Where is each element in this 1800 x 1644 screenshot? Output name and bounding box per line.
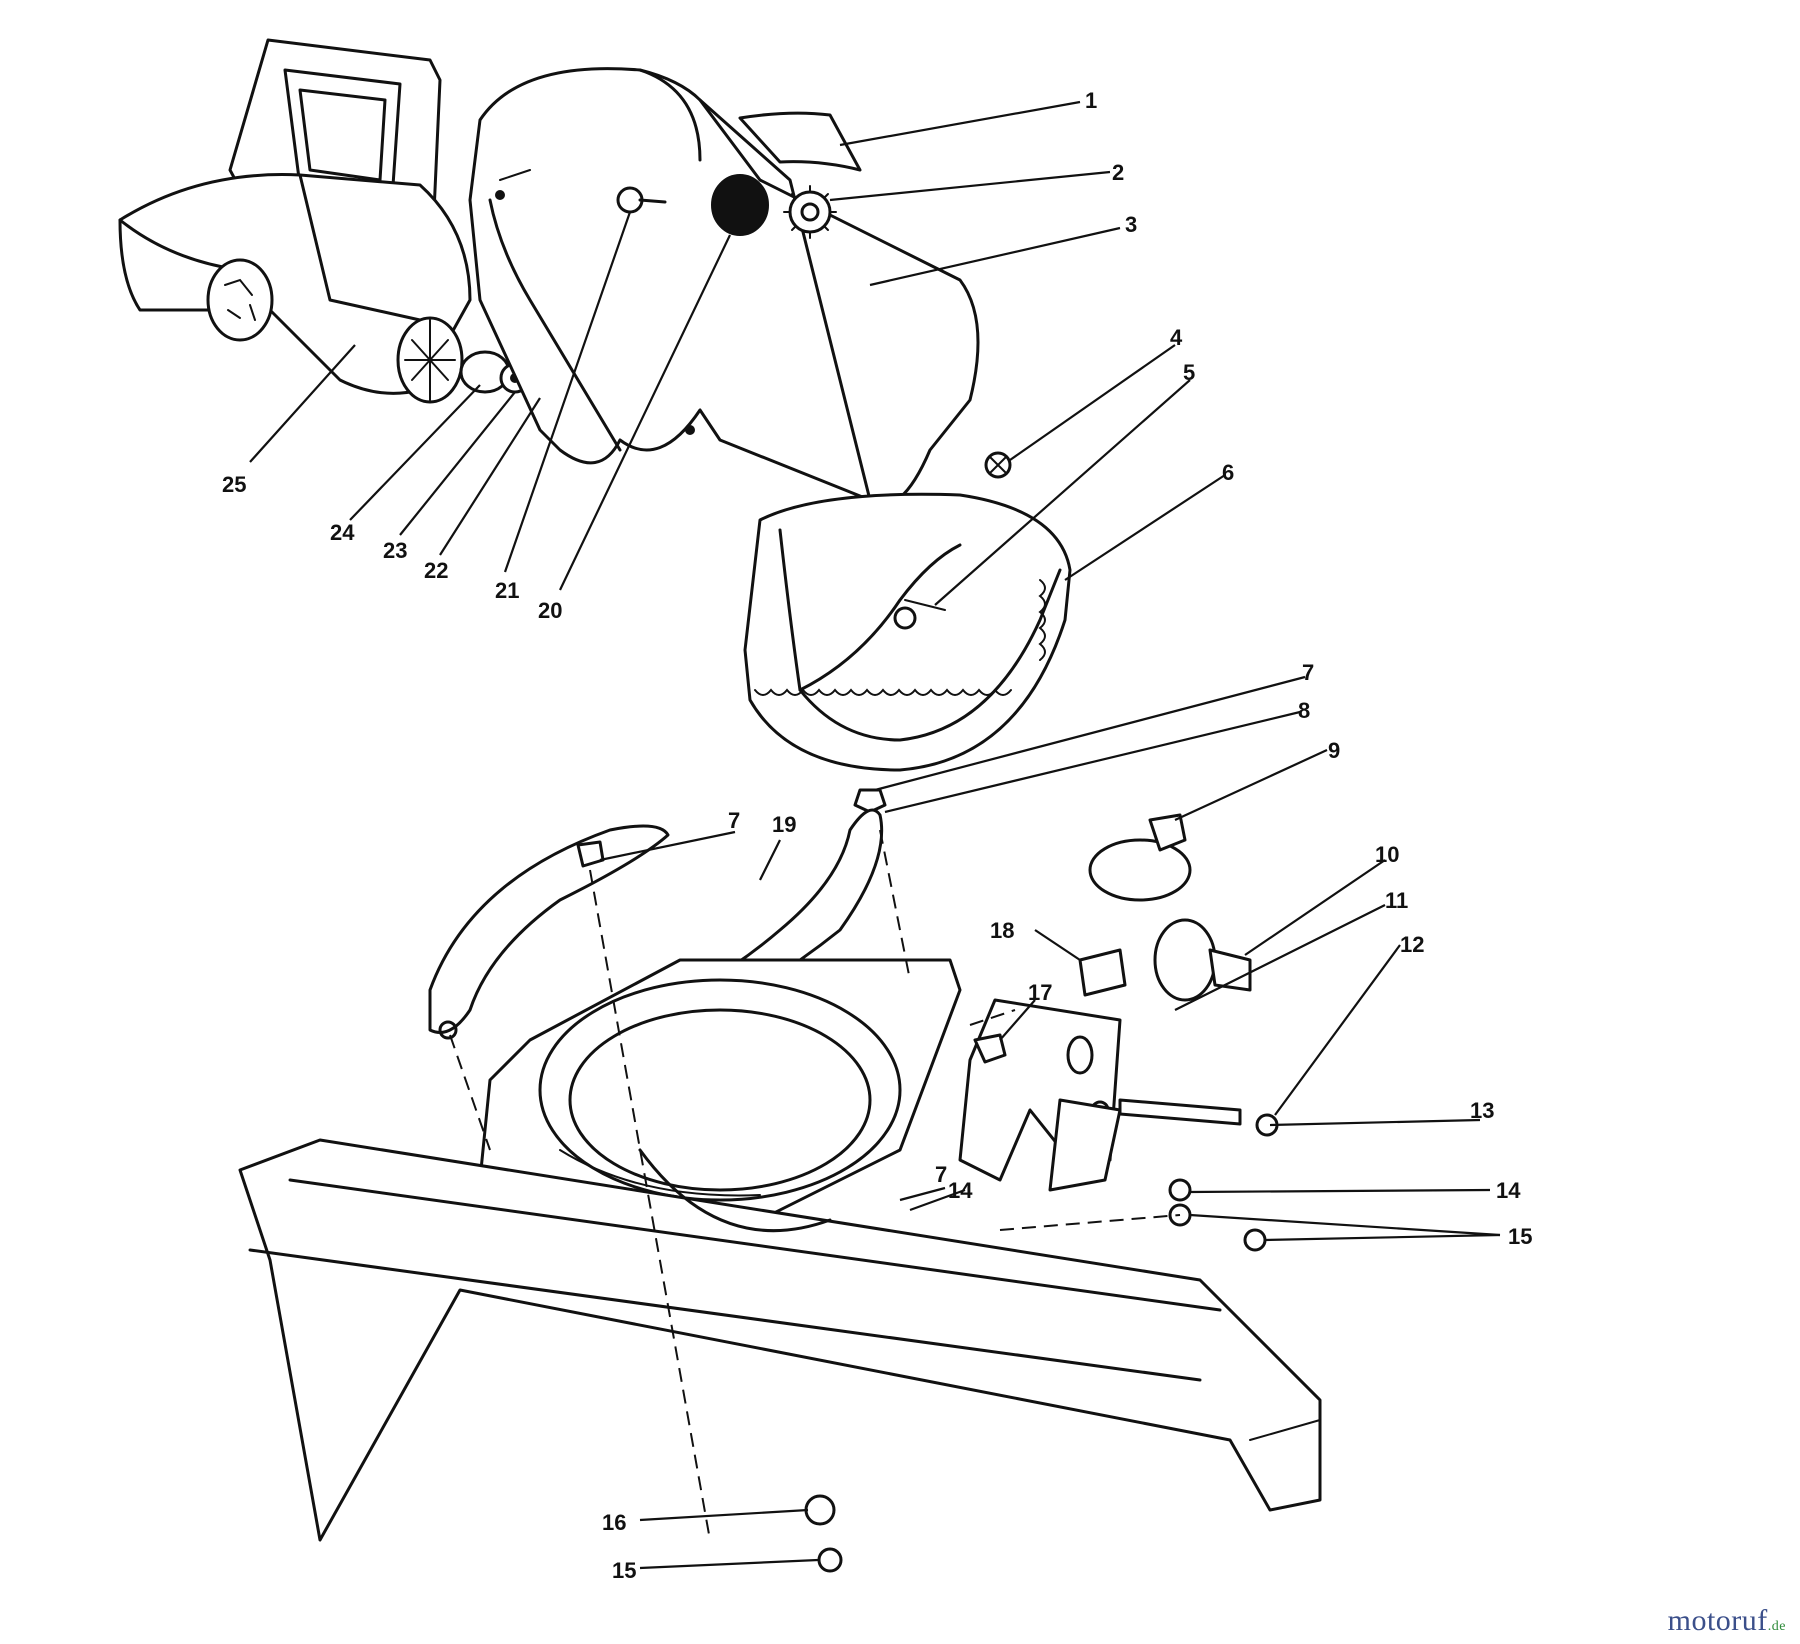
callout-12: 12 [1400, 932, 1424, 957]
callout-6: 6 [1222, 460, 1234, 485]
part-11-mounting-bracket [958, 998, 1122, 1192]
part-6-ring-gear [743, 492, 1072, 772]
callout-11: 11 [1385, 888, 1408, 913]
callout-24: 24 [330, 520, 355, 545]
part-15-nut-bottom [817, 1547, 843, 1573]
part-14-washer-right [1168, 1178, 1192, 1202]
callout-14-right: 14 [1496, 1178, 1521, 1203]
part-2-star-gear [783, 185, 837, 239]
leader-lines [249, 100, 1501, 1570]
callout-15-right: 15 [1508, 1224, 1532, 1249]
callout-9: 9 [1328, 738, 1340, 763]
callout-5: 5 [1183, 360, 1195, 385]
part-16-washer [804, 1494, 836, 1526]
auger-housing [238, 1138, 1322, 1542]
callout-10: 10 [1375, 842, 1399, 867]
part-4-nut [984, 451, 1012, 479]
motoruf-watermark: motoruf.de [1668, 1604, 1786, 1638]
chute-base-plate [478, 958, 962, 1242]
part-10-worm-gear [1153, 918, 1252, 1002]
callout-18: 18 [990, 918, 1014, 943]
watermark-brand: motoruf [1667, 1604, 1768, 1637]
part-1-plate [738, 111, 862, 172]
callout-2: 2 [1112, 160, 1124, 185]
callout-17: 17 [1028, 980, 1052, 1005]
callout-20: 20 [538, 598, 562, 623]
assembly-line [449, 1034, 491, 1151]
callout-7-top: 7 [1302, 660, 1314, 685]
callout-labels: 1 2 3 4 5 6 7 8 9 7 19 10 11 12 18 17 13… [222, 88, 1532, 1583]
assembly-line [589, 869, 711, 1541]
part-17-bolt [973, 1033, 1007, 1064]
part-25-chute-deflector [118, 38, 472, 404]
callout-4: 4 [1170, 325, 1183, 350]
part-9-gear [1088, 813, 1192, 902]
callout-23: 23 [383, 538, 407, 563]
callout-3: 3 [1125, 212, 1137, 237]
callout-22: 22 [424, 558, 448, 583]
part-20-grommet [711, 174, 769, 236]
callout-16: 16 [602, 1510, 626, 1535]
part-18-pinion [1078, 948, 1127, 997]
callout-25: 25 [222, 472, 246, 497]
callout-7-left: 7 [728, 808, 740, 833]
part-15-nut-right-bottom [1243, 1228, 1267, 1252]
callout-1: 1 [1085, 88, 1097, 113]
callout-15-bottom: 15 [612, 1558, 636, 1583]
callout-7-bottom: 7 [935, 1162, 947, 1187]
callout-19: 19 [772, 812, 796, 837]
part-12-rod [1118, 1098, 1242, 1126]
assembly-line [999, 1214, 1181, 1231]
callout-21: 21 [495, 578, 519, 603]
part-3-upper-chute [468, 67, 980, 506]
callout-8: 8 [1298, 698, 1310, 723]
assembly-line [879, 829, 911, 981]
watermark-suffix: .de [1767, 1619, 1786, 1634]
callout-14-left: 14 [948, 1178, 973, 1203]
assembly-line [969, 1009, 1016, 1026]
callout-13: 13 [1470, 1098, 1494, 1123]
part-7-bolt-left [576, 840, 605, 868]
